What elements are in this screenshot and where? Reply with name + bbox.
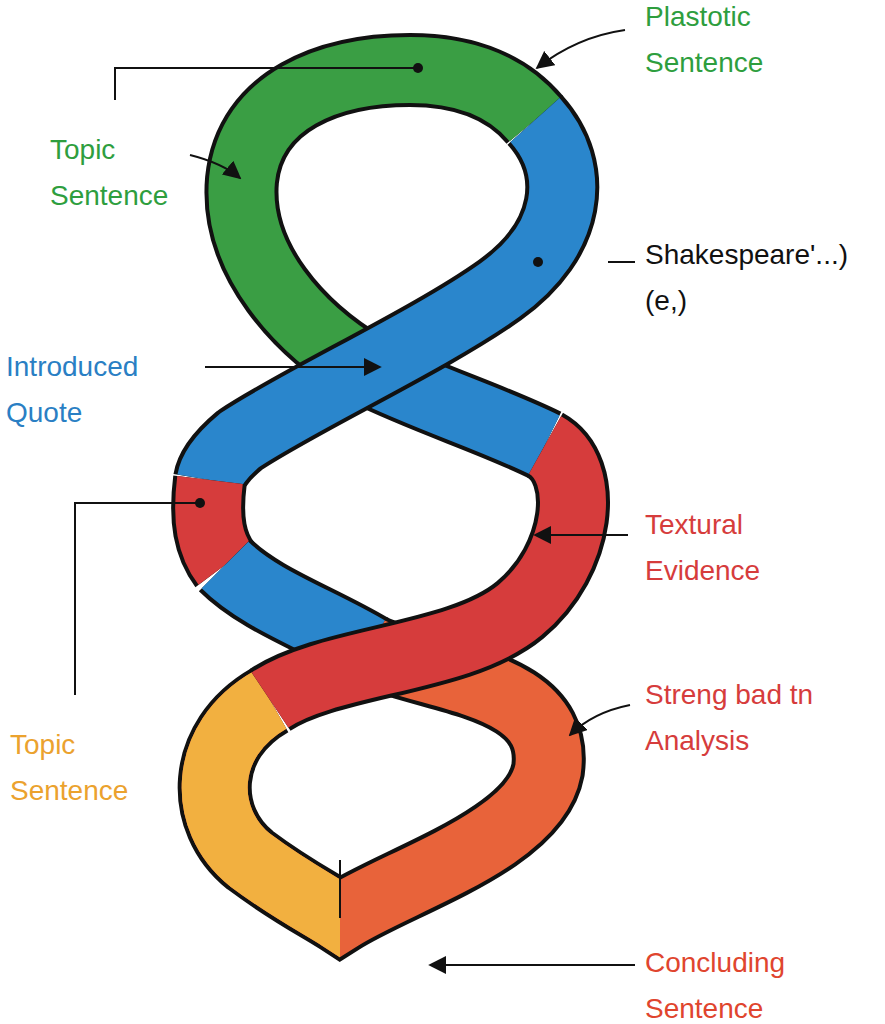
ribbon-blue bbox=[210, 120, 562, 480]
leader-line bbox=[115, 68, 418, 100]
callout-label: Plastotic Sentence bbox=[645, 0, 845, 86]
leader-line bbox=[608, 261, 635, 263]
leader-arrow bbox=[190, 155, 240, 178]
ribbon-outline bbox=[208, 480, 225, 565]
leader-arrow bbox=[430, 964, 635, 966]
leader-arrow bbox=[570, 705, 630, 735]
leader-line bbox=[75, 503, 200, 695]
callout-label: Shakespeare'...) (e,) bbox=[645, 232, 881, 324]
ribbon-outline bbox=[210, 120, 562, 480]
leader-arrow bbox=[205, 366, 380, 368]
leader-dot bbox=[195, 498, 205, 508]
leader-arrow bbox=[535, 534, 628, 536]
ribbon-red bbox=[270, 445, 573, 700]
ribbon-outline bbox=[270, 445, 573, 700]
callout-label: Concluding Sentence bbox=[645, 940, 825, 1024]
callout-label: Introduced Quote bbox=[6, 344, 186, 436]
leader-dot bbox=[533, 257, 543, 267]
ribbon-red bbox=[208, 480, 225, 565]
callout-label: Streng bad tn Analysis bbox=[645, 672, 860, 764]
ribbon-divider bbox=[339, 860, 341, 918]
callout-label: Topic Sentence bbox=[50, 127, 200, 219]
callout-label: Topic Sentence bbox=[10, 722, 160, 814]
callout-label: Textural Evidence bbox=[645, 502, 825, 594]
leader-dot bbox=[413, 63, 423, 73]
leader-arrow bbox=[537, 30, 625, 68]
